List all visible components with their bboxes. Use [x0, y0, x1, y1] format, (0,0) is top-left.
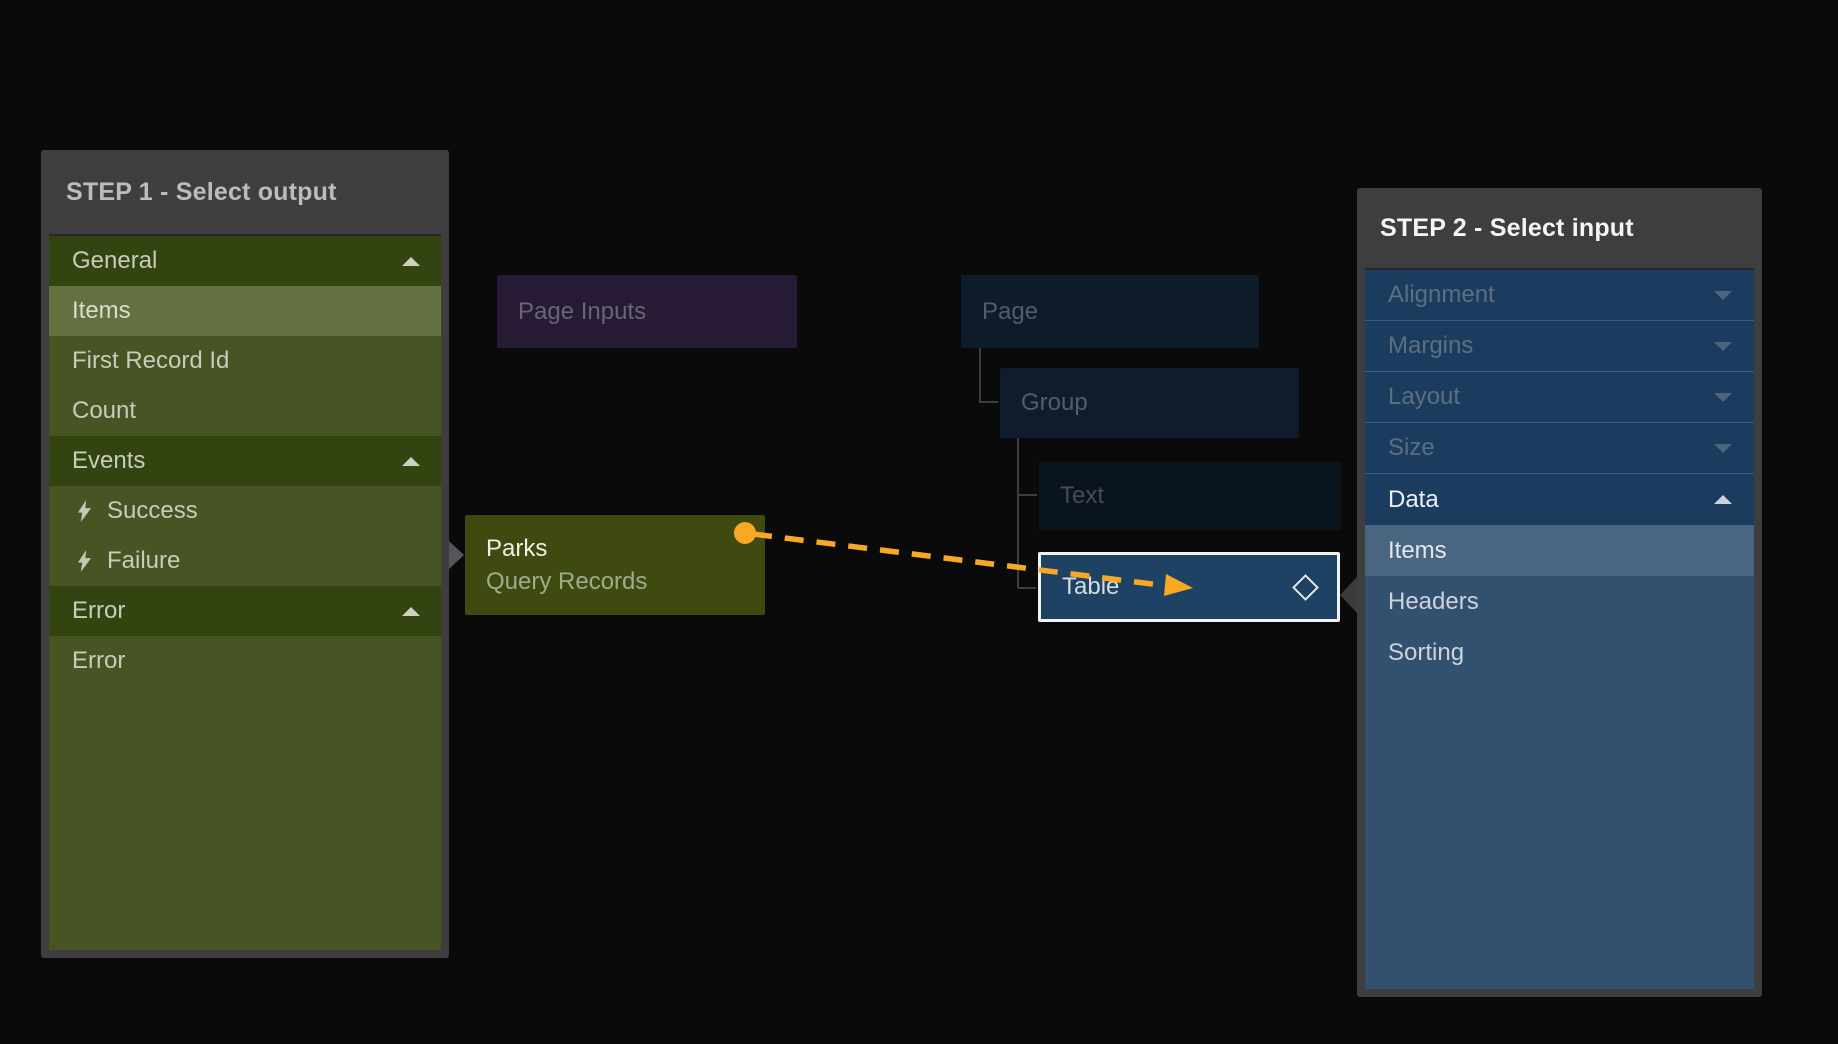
item-label: Error [72, 647, 126, 674]
group-label: Layout [1388, 383, 1461, 410]
node-group[interactable]: Group [1000, 368, 1299, 438]
node-label: Text [1060, 482, 1105, 509]
output-item-success[interactable]: Success [49, 486, 441, 536]
chevron-down-icon [1714, 443, 1732, 453]
node-page[interactable]: Page [961, 275, 1259, 348]
step2-list-filler [1365, 678, 1754, 989]
step2-input-list: Alignment Margins Layout Size Data Items [1365, 268, 1754, 989]
step2-input-panel: STEP 2 - Select input Alignment Margins … [1357, 188, 1762, 997]
step2-pointer-icon [1340, 577, 1357, 613]
chevron-up-icon [402, 456, 420, 466]
node-label: Group [1021, 389, 1088, 416]
lightning-icon [77, 550, 92, 572]
node-label: Page [982, 297, 1039, 325]
input-group-layout[interactable]: Layout [1365, 372, 1754, 423]
connection-port-dot[interactable] [734, 522, 756, 544]
input-group-alignment[interactable]: Alignment [1365, 270, 1754, 321]
input-item-items[interactable]: Items [1365, 525, 1754, 576]
step1-list-filler [49, 686, 441, 950]
node-table-selected[interactable]: Table [1038, 552, 1340, 622]
input-group-data[interactable]: Data [1365, 474, 1754, 525]
chevron-down-icon [1714, 290, 1732, 300]
input-group-size[interactable]: Size [1365, 423, 1754, 474]
step1-output-list: General Items First Record Id Count Even… [49, 234, 441, 950]
output-item-error[interactable]: Error [49, 636, 441, 686]
item-label: Success [107, 497, 198, 524]
section-label: Error [72, 597, 126, 624]
output-item-first-record-id[interactable]: First Record Id [49, 336, 441, 386]
node-text[interactable]: Text [1039, 462, 1341, 530]
node-page-inputs[interactable]: Page Inputs [497, 275, 797, 348]
step1-output-panel: STEP 1 - Select output General Items Fir… [41, 150, 449, 958]
group-label: Margins [1388, 332, 1474, 359]
output-item-count[interactable]: Count [49, 386, 441, 436]
output-item-items[interactable]: Items [49, 286, 441, 336]
item-label: Failure [107, 547, 181, 574]
lightning-icon [77, 500, 92, 522]
group-label: Alignment [1388, 281, 1495, 308]
item-label: Items [72, 297, 131, 324]
step1-panel-title: STEP 1 - Select output [66, 177, 337, 206]
item-label: First Record Id [72, 347, 230, 374]
group-label: Size [1388, 434, 1435, 461]
chevron-up-icon [1714, 495, 1732, 504]
output-section-general[interactable]: General [49, 236, 441, 286]
output-section-events[interactable]: Events [49, 436, 441, 486]
node-parks-query-records[interactable]: Parks Query Records [465, 515, 765, 615]
section-label: General [72, 247, 158, 274]
chevron-up-icon [402, 606, 420, 616]
group-label: Data [1388, 485, 1439, 513]
input-item-headers[interactable]: Headers [1365, 576, 1754, 627]
chevron-down-icon [1714, 392, 1732, 402]
step2-panel-title: STEP 2 - Select input [1380, 213, 1634, 242]
step1-pointer-icon [449, 541, 464, 569]
output-item-failure[interactable]: Failure [49, 536, 441, 586]
node-title: Parks [486, 535, 548, 562]
node-subtitle: Query Records [486, 568, 648, 595]
chevron-down-icon [1714, 341, 1732, 351]
chevron-up-icon [402, 256, 420, 266]
input-group-margins[interactable]: Margins [1365, 321, 1754, 372]
output-section-error[interactable]: Error [49, 586, 441, 636]
input-item-sorting[interactable]: Sorting [1365, 627, 1754, 678]
item-label: Count [72, 397, 137, 424]
section-label: Events [72, 447, 146, 474]
item-label: Headers [1388, 587, 1479, 615]
diamond-icon [1292, 573, 1319, 601]
item-label: Sorting [1388, 638, 1465, 666]
node-label: Page Inputs [518, 297, 647, 325]
item-label: Items [1388, 536, 1447, 564]
node-label: Table [1062, 573, 1120, 600]
